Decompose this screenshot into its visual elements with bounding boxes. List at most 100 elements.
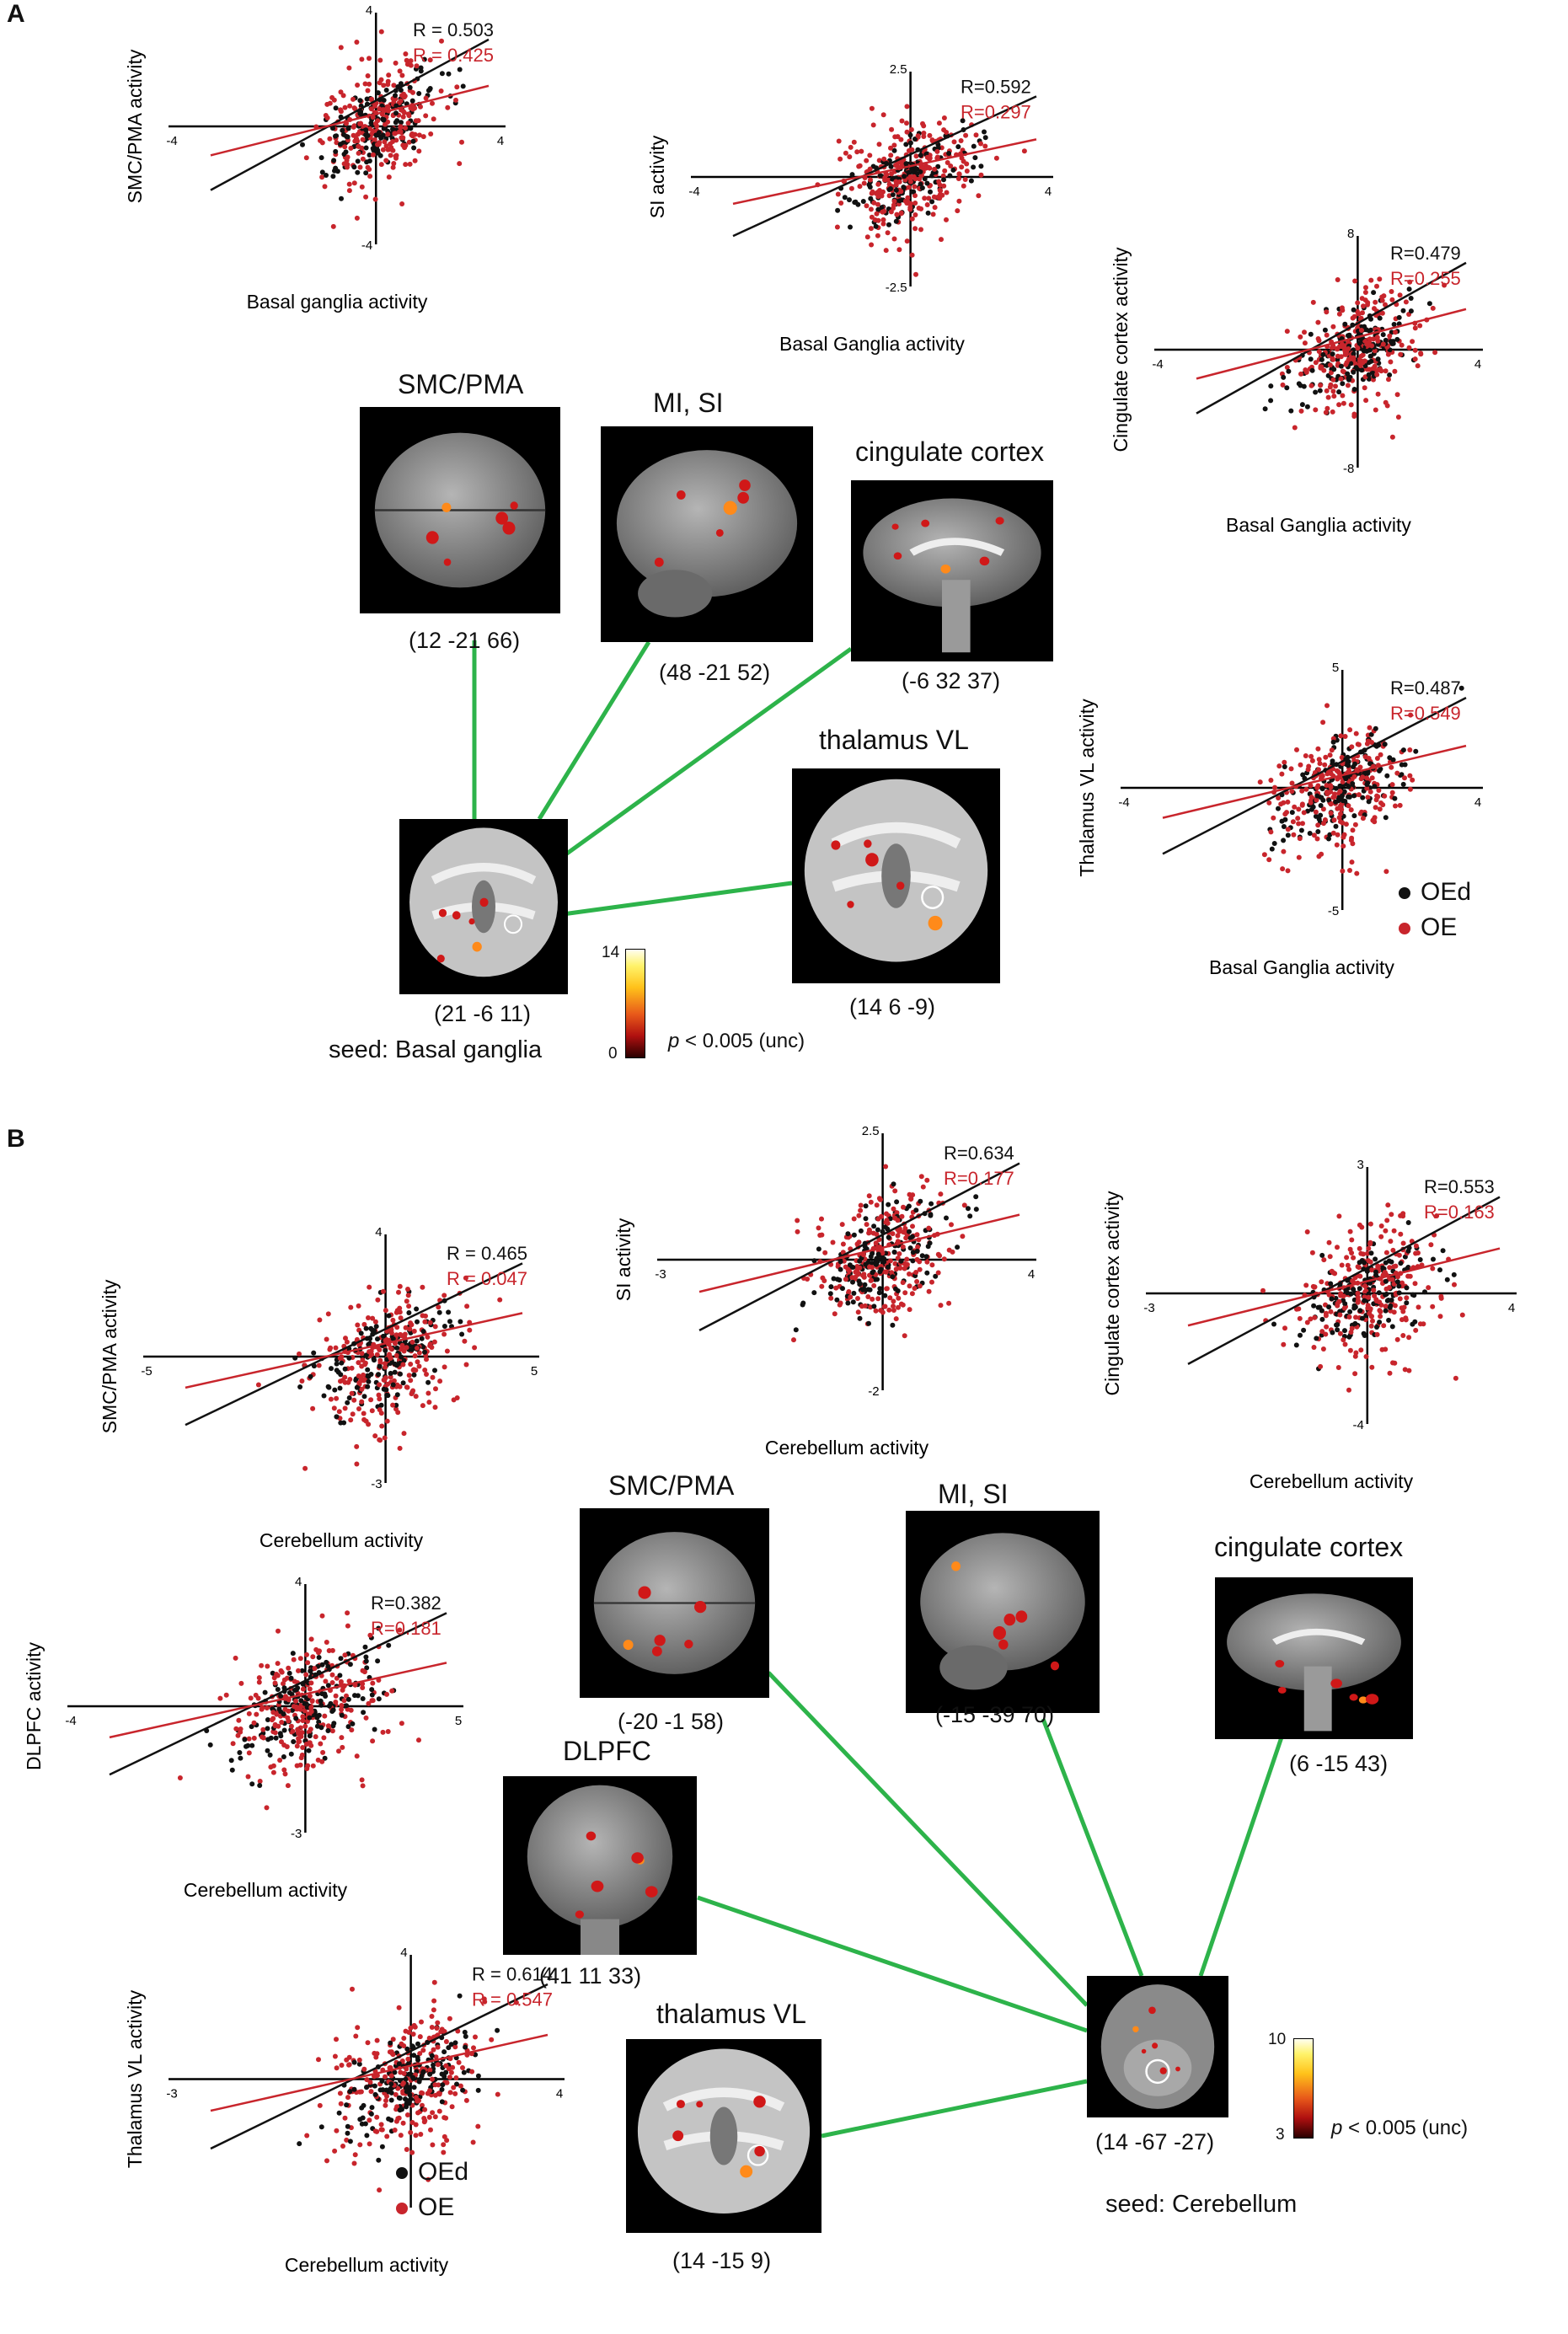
data-point (855, 1296, 860, 1301)
data-point (403, 2076, 409, 2082)
data-point (907, 1245, 913, 1251)
data-point (332, 2053, 338, 2059)
brain-image-b-dlpfc (503, 1776, 697, 1955)
data-point (1383, 1278, 1389, 1284)
data-point (938, 1303, 944, 1309)
data-point (318, 155, 324, 161)
data-point (1331, 794, 1337, 800)
data-point (461, 2069, 467, 2075)
data-point (413, 1368, 419, 1373)
data-point (286, 1665, 292, 1671)
b-si-points (791, 1164, 979, 1343)
data-point (288, 1723, 294, 1729)
data-point (928, 1213, 934, 1218)
data-point (304, 1651, 309, 1657)
data-point (384, 2133, 390, 2139)
data-point (851, 1216, 857, 1222)
data-point (1316, 854, 1322, 859)
data-point (367, 158, 372, 163)
data-point (404, 2147, 409, 2152)
data-point (356, 150, 361, 156)
data-point (1345, 1262, 1351, 1268)
data-point (1319, 1332, 1325, 1338)
data-point (811, 1258, 817, 1264)
data-point (1314, 1336, 1319, 1341)
data-point (425, 1379, 431, 1385)
data-point (907, 201, 913, 206)
data-point (378, 29, 384, 35)
a-smc-xmax-label: 4 (497, 134, 504, 148)
data-point (896, 1251, 902, 1256)
data-point (1362, 290, 1368, 295)
coord-b-seed: (14 -67 -27) (1095, 2129, 1215, 2155)
data-point (1327, 362, 1333, 368)
data-point (346, 181, 352, 187)
data-point (382, 1378, 388, 1383)
data-point (1268, 383, 1274, 389)
data-point (1330, 388, 1336, 394)
data-point (373, 1324, 379, 1330)
data-point (982, 143, 988, 149)
data-point (318, 1725, 324, 1731)
data-point (351, 96, 356, 102)
data-point (1312, 1314, 1318, 1320)
data-point (912, 226, 918, 232)
data-point (344, 1693, 349, 1699)
b-smc-xmin-label: -5 (141, 1364, 152, 1378)
connector-b-smc (767, 1671, 1089, 2007)
data-point (1364, 785, 1370, 791)
data-point (277, 1758, 283, 1763)
b-smc-r-red: R = 0.047 (447, 1268, 527, 1289)
data-point (375, 147, 381, 153)
data-point (313, 1734, 318, 1740)
b-thal-ylabel: Thalamus VL activity (124, 1989, 146, 2168)
data-point (1341, 1305, 1347, 1311)
data-point (1336, 1213, 1342, 1219)
data-point (1351, 369, 1357, 375)
data-point (1319, 1329, 1325, 1335)
data-point (1320, 806, 1326, 812)
data-point (907, 132, 913, 138)
data-point (1336, 389, 1342, 395)
data-point (880, 189, 886, 195)
data-point (391, 83, 397, 88)
data-point (346, 2062, 352, 2068)
data-point (434, 2026, 440, 2031)
data-point (881, 156, 887, 162)
data-point (1417, 323, 1423, 329)
data-point (1389, 1259, 1394, 1265)
data-point (376, 1392, 382, 1398)
data-point (932, 205, 938, 211)
data-point (1389, 764, 1394, 770)
data-point (269, 1717, 275, 1723)
data-point (840, 1286, 845, 1292)
data-point (370, 1680, 376, 1686)
data-point (910, 189, 916, 195)
data-point (1315, 829, 1321, 834)
data-point (1453, 1375, 1458, 1381)
data-point (962, 177, 968, 182)
coord-b-dlpfc: (41 11 33) (539, 1963, 642, 1989)
a-si-fit-red (732, 138, 1037, 206)
brain-image-a-cing (851, 480, 1053, 661)
data-point (1322, 817, 1328, 822)
data-point (1378, 1223, 1384, 1229)
data-point (399, 201, 405, 206)
data-point (1335, 346, 1341, 352)
data-point (376, 1696, 382, 1702)
data-point (920, 1184, 926, 1190)
data-point (1298, 1332, 1303, 1338)
data-point (857, 1265, 863, 1271)
data-point (848, 1294, 854, 1300)
data-point (1371, 336, 1376, 342)
data-point (973, 1207, 979, 1213)
data-point (341, 131, 347, 137)
data-point (1337, 783, 1343, 789)
data-point (401, 1431, 407, 1437)
data-point (1452, 1282, 1457, 1287)
data-point (1336, 815, 1342, 821)
data-point (831, 1276, 837, 1282)
data-point (388, 1346, 393, 1352)
data-point (869, 105, 875, 111)
